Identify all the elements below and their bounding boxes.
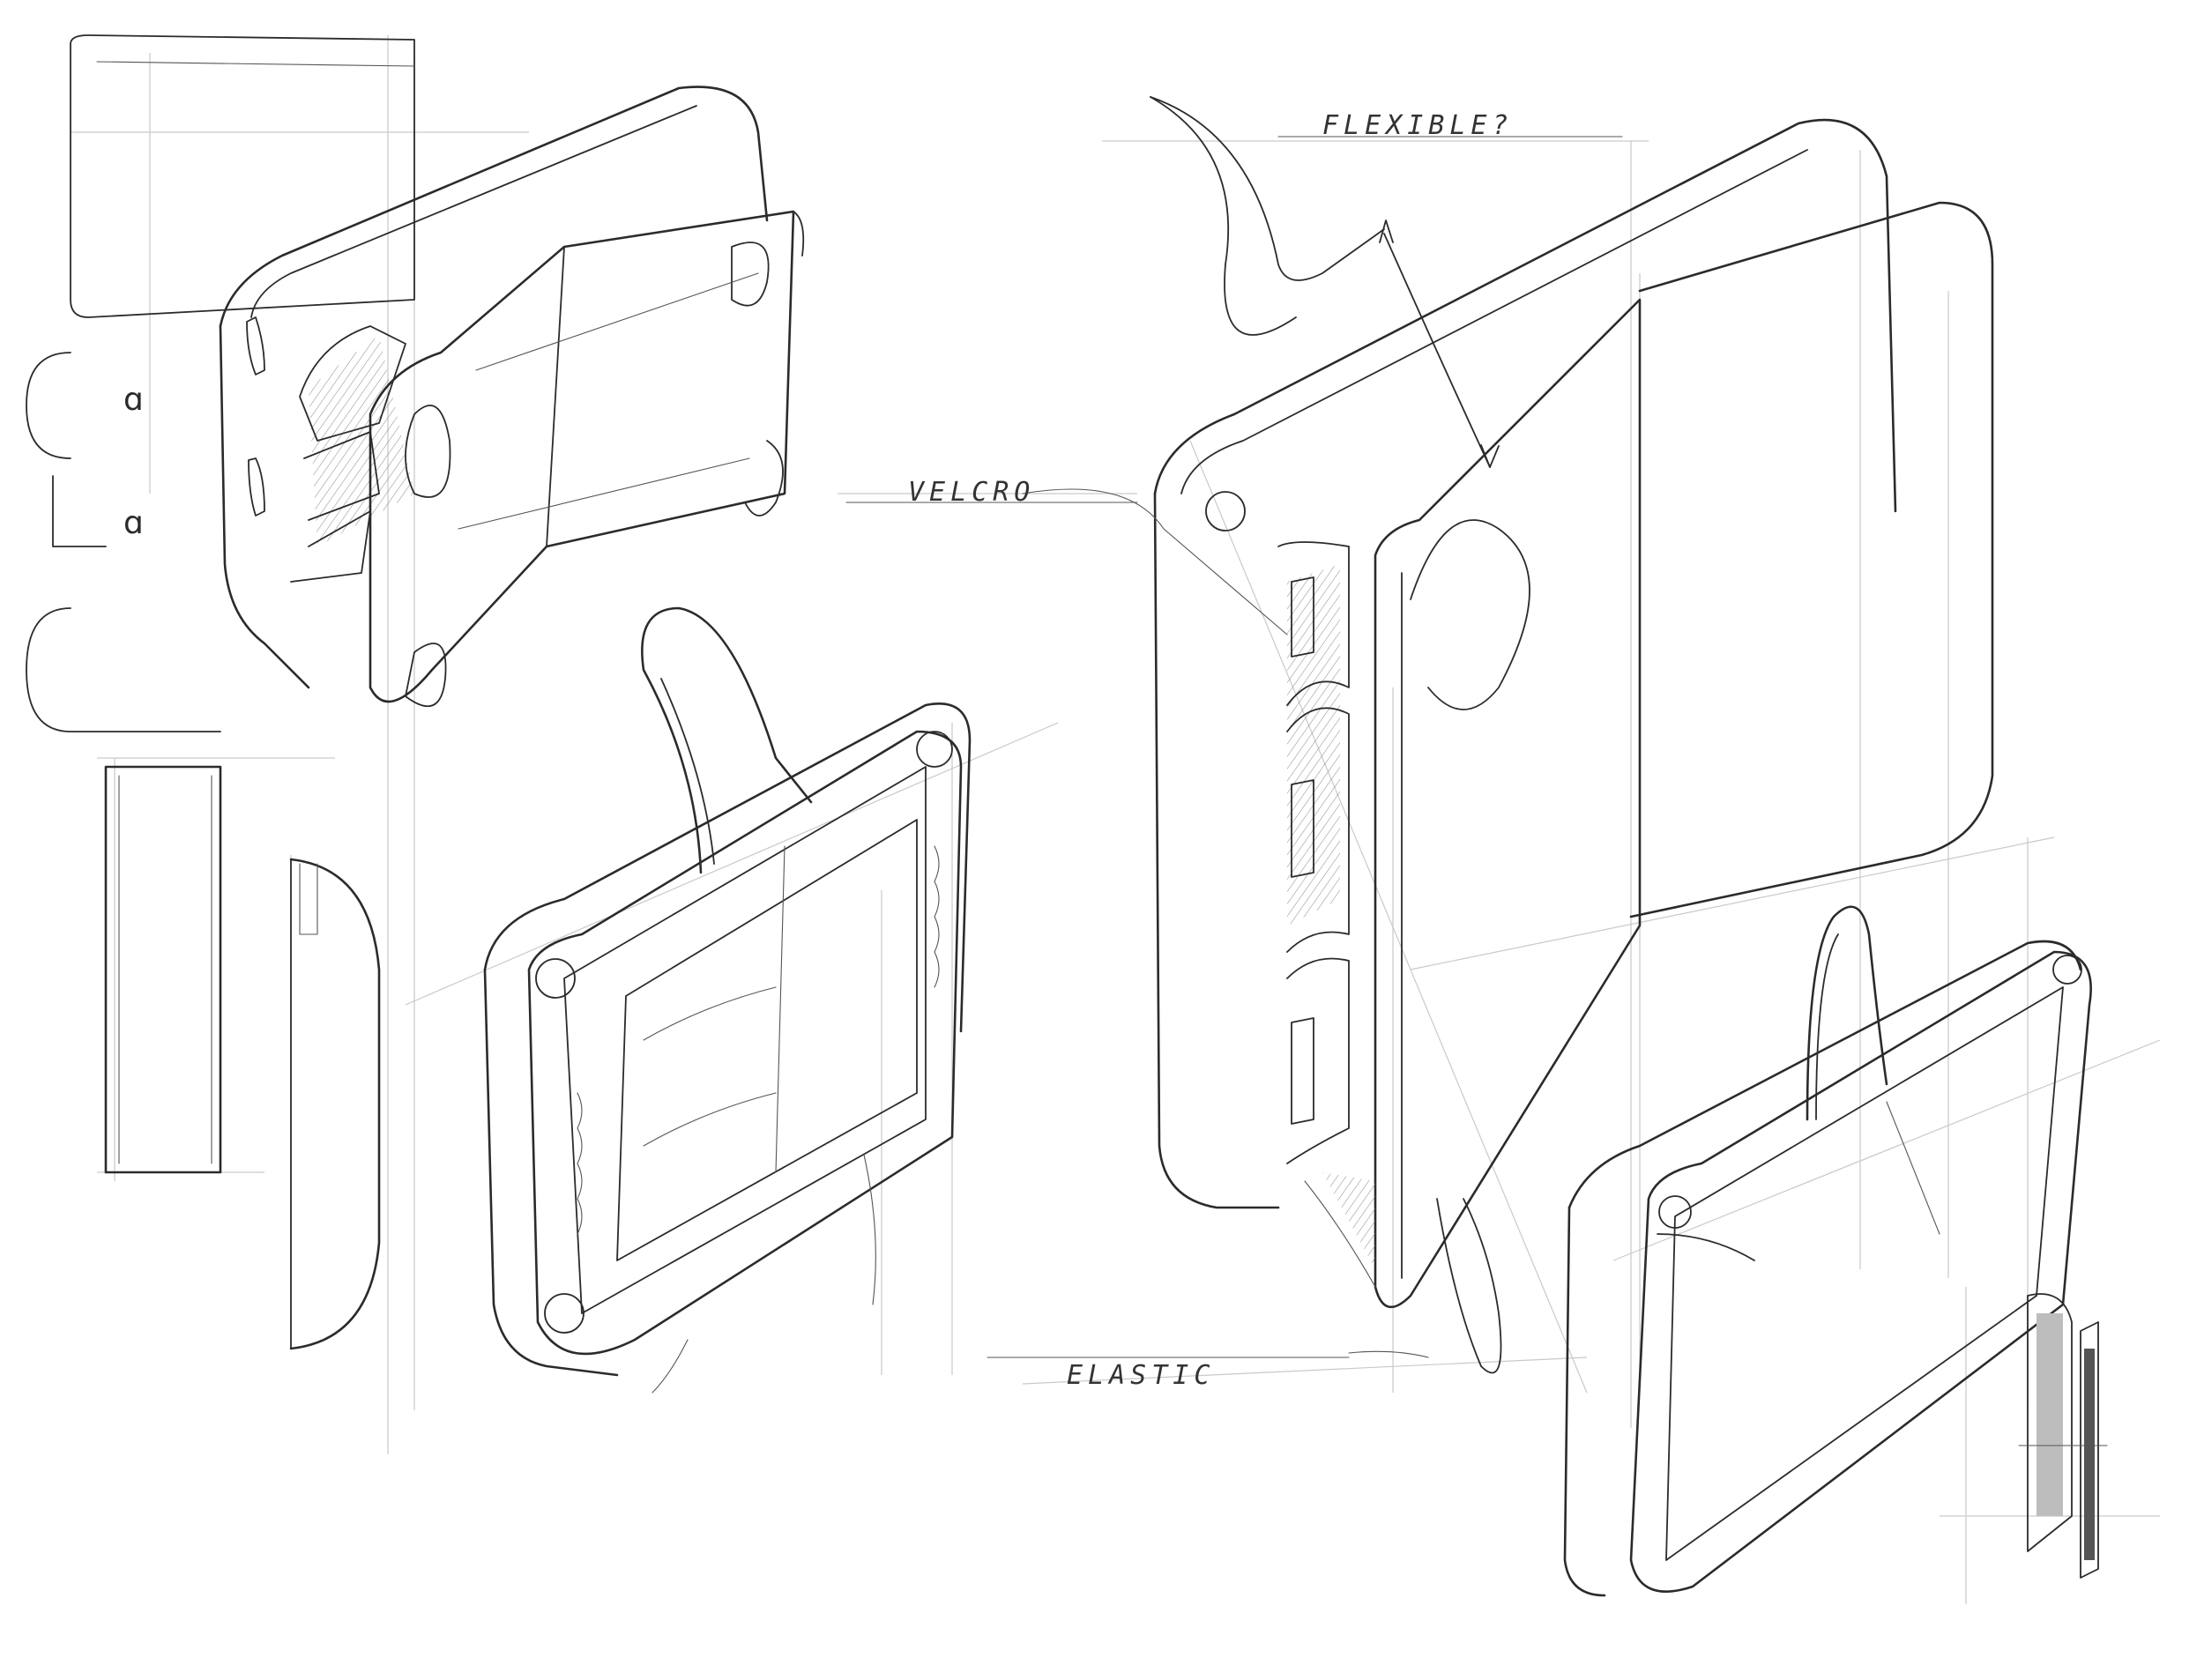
annotation-elastic: ELASTIC <box>987 1350 1429 1391</box>
annotation-elastic-text: ELASTIC <box>1067 1360 1215 1391</box>
annotation-flexible: FLEXIBLE? <box>1277 110 1623 141</box>
sketch-case-with-handle <box>1563 905 2092 1597</box>
svg-text:ɑ: ɑ <box>123 382 144 418</box>
sketch-small-section <box>2018 1293 2108 1579</box>
sketch-case-with-strap <box>483 606 972 1394</box>
annotation-velcro: VELCRO <box>845 477 1288 636</box>
construction-lines <box>71 35 2161 1604</box>
sketch-large-case <box>1150 96 1994 1374</box>
sketch-open-case-top-left: ɑ ɑ <box>26 34 805 732</box>
sketch-section-profile <box>289 858 381 1350</box>
sketch-side-elevation <box>104 765 222 1174</box>
annotation-velcro-text: VELCRO <box>908 477 1035 508</box>
svg-text:ɑ: ɑ <box>123 505 144 541</box>
annotation-flexible-text: FLEXIBLE? <box>1322 110 1514 141</box>
